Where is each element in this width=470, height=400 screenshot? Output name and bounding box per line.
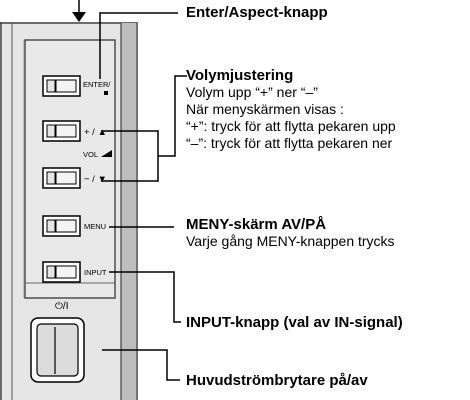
volume-line: När menyskärmen visas : xyxy=(186,101,344,117)
input-leader-line xyxy=(109,271,181,323)
volume-line: “+”: tryck för att flytta pekaren upp xyxy=(186,118,396,134)
volume-up-button[interactable] xyxy=(42,120,81,142)
enter-button-label: ENTER/ xyxy=(83,80,111,89)
vol-label: VOL xyxy=(83,150,98,159)
input-title: INPUT-knapp (val av IN-signal) xyxy=(186,314,403,331)
input-button[interactable] xyxy=(42,261,81,283)
input-button-label: INPUT xyxy=(84,268,107,277)
enter-leader-line xyxy=(99,12,178,79)
top-arrow-head xyxy=(72,12,86,22)
menu-callout: MENY-skärm AV/PÅ Varje gång MENY-knappen… xyxy=(186,216,395,250)
aspect-square-icon xyxy=(104,91,108,95)
input-callout: INPUT-knapp (val av IN-signal) xyxy=(186,314,403,331)
volume-down-label: − / ▼ xyxy=(84,174,107,185)
enter-aspect-title: Enter/Aspect-knapp xyxy=(186,4,328,21)
power-leader-line xyxy=(102,349,180,381)
enter-aspect-callout: Enter/Aspect-knapp xyxy=(186,4,328,21)
volume-callout: Volymjustering Volym upp “+” ner “–” När… xyxy=(186,67,396,152)
volume-line: Volym upp “+” ner “–” xyxy=(186,84,318,100)
menu-line: Varje gång MENY-knappen trycks xyxy=(186,233,395,249)
power-symbol-label: ⏻/I xyxy=(55,301,68,312)
menu-button[interactable] xyxy=(42,215,81,237)
panel-side-strip xyxy=(121,23,138,400)
volume-leader-line xyxy=(101,75,187,182)
volume-down-button[interactable] xyxy=(42,167,81,189)
volume-up-label: + / ▲ xyxy=(84,127,107,138)
main-power-switch[interactable] xyxy=(30,317,85,383)
menu-button-label: MENU xyxy=(84,222,106,231)
enter-aspect-button[interactable] xyxy=(42,75,81,97)
volume-wedge-icon xyxy=(101,150,112,157)
power-callout: Huvudströmbrytare på/av xyxy=(186,372,368,389)
power-title: Huvudströmbrytare på/av xyxy=(186,372,368,389)
volume-title: Volymjustering xyxy=(186,67,294,84)
volume-line: “–”: tryck för att flytta pekaren ner xyxy=(186,135,393,151)
menu-title: MENY-skärm AV/PÅ xyxy=(186,216,327,233)
